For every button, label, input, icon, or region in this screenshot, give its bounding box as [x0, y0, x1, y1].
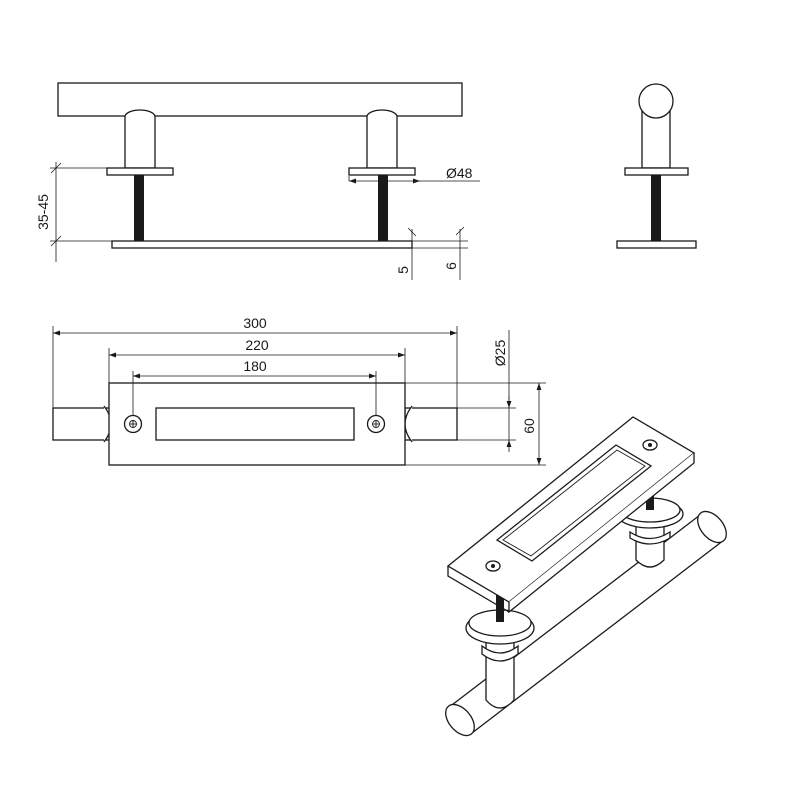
plate-thickness-b-label: 6: [443, 262, 459, 270]
hole-spacing-label: 180: [243, 358, 267, 374]
side-flange: [624, 167, 689, 176]
iso-right-screw: [642, 439, 658, 451]
bar-diameter-label: Ø25: [492, 340, 508, 367]
flange-diameter-value: 48: [457, 165, 473, 181]
front-view: [57, 82, 463, 249]
plate-length-label: 220: [245, 337, 269, 353]
bar-diameter-value: 25: [492, 340, 508, 356]
iso-left-screw: [485, 560, 501, 572]
back-plate: [111, 240, 413, 249]
right-bolt: [378, 175, 388, 241]
bar-diameter-symbol: Ø: [492, 355, 508, 366]
side-bar-end: [638, 83, 674, 119]
left-bolt: [134, 175, 144, 241]
iso-left-bolt: [496, 586, 504, 622]
flange-diameter-label: Ø48: [446, 165, 473, 181]
side-plate: [616, 240, 697, 249]
side-view: [616, 83, 697, 249]
iso-left-standoff: [465, 586, 535, 709]
overall-length-label: 300: [243, 315, 267, 331]
left-screw: [123, 414, 143, 434]
iso-bar-right-end: [697, 510, 727, 544]
plate-thickness-a-label: 5: [395, 266, 411, 274]
finger-recess: [155, 407, 355, 441]
right-post: [366, 109, 398, 169]
right-flange: [348, 167, 416, 176]
left-post: [124, 109, 156, 169]
top-view: [52, 382, 458, 466]
left-flange: [106, 167, 174, 176]
plate-outline: [108, 382, 406, 466]
iso-bar-left-end: [445, 703, 475, 737]
side-bolt: [651, 175, 661, 241]
handle-bar: [57, 82, 463, 117]
bar-right-end: [404, 407, 458, 441]
iso-plate: [446, 416, 696, 614]
top-view-dimensions: 300 220 180 Ø25 60: [52, 315, 546, 466]
front-view-dimensions: 35-45 Ø48 5 6: [35, 162, 480, 280]
isometric-view: [445, 416, 727, 737]
diameter-symbol: Ø: [446, 165, 457, 181]
right-screw: [366, 414, 386, 434]
height-range-label: 35-45: [35, 194, 51, 230]
iso-recess: [495, 444, 653, 562]
plate-height-label: 60: [521, 418, 537, 434]
